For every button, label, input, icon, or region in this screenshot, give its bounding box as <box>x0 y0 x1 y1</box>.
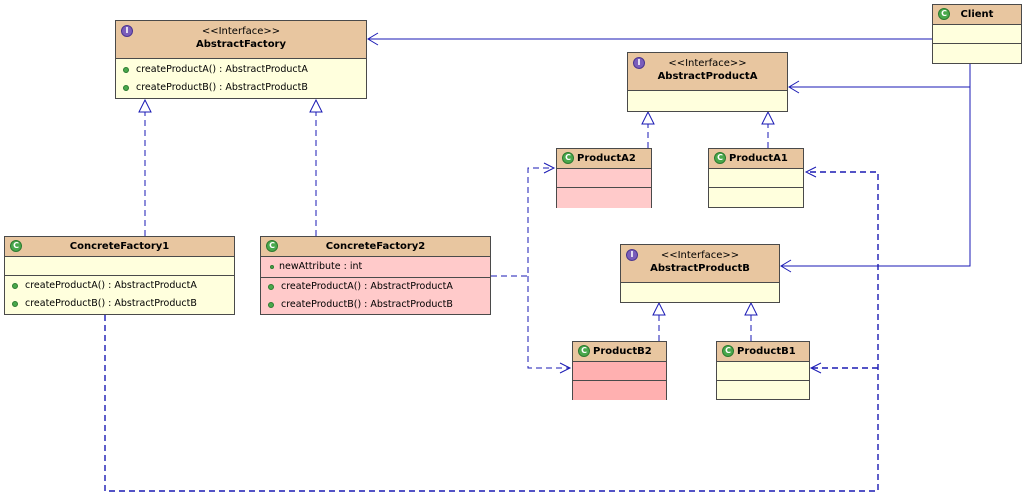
interface-icon: I <box>633 57 645 69</box>
public-member-icon <box>123 85 129 91</box>
class-productb2[interactable]: C ProductB2 <box>572 341 667 400</box>
class-producta2[interactable]: C ProductA2 <box>556 148 652 208</box>
assoc-client-abstractfactory <box>367 32 932 46</box>
class-abstractproductb[interactable]: I <<Interface>> AbstractProductB <box>620 244 780 303</box>
class-icon: C <box>714 152 726 164</box>
methods-section <box>709 188 803 208</box>
class-icon: C <box>722 345 734 357</box>
public-member-icon <box>12 283 18 289</box>
class-icon: C <box>578 345 590 357</box>
public-member-icon <box>268 284 274 290</box>
method-signature: createProductA() : AbstractProductA <box>25 280 197 291</box>
class-icon: C <box>938 8 950 20</box>
stereotype-label: <<Interface>> <box>660 250 740 261</box>
class-abstractfactory[interactable]: I <<Interface>> AbstractFactory createPr… <box>115 20 367 99</box>
public-member-icon <box>268 302 274 308</box>
attributes-section <box>709 169 803 188</box>
methods-section <box>557 188 651 208</box>
attributes-section <box>933 25 1021 44</box>
public-member-icon <box>12 301 18 307</box>
method-row: createProductB() : AbstractProductB <box>5 295 234 313</box>
dep-cf2-a2 <box>491 167 554 277</box>
method-signature: createProductA() : AbstractProductA <box>281 281 453 292</box>
attribute-signature: newAttribute : int <box>279 261 363 272</box>
attributes-section: newAttribute : int <box>261 257 490 278</box>
class-name: ConcreteFactory1 <box>69 241 170 252</box>
methods-section <box>621 283 779 303</box>
public-member-icon <box>123 67 129 73</box>
class-name: Client <box>960 9 994 20</box>
class-header: C ConcreteFactory2 <box>261 237 490 257</box>
class-concretefactory1[interactable]: C ConcreteFactory1 createProductA() : Ab… <box>4 236 235 315</box>
method-row: createProductA() : AbstractProductA <box>261 278 490 296</box>
class-header: C Client <box>933 5 1021 25</box>
class-header: I <<Interface>> AbstractFactory <box>116 21 366 59</box>
assoc-client-abstractproducta <box>788 64 971 94</box>
attributes-section <box>5 257 234 276</box>
method-signature: createProductB() : AbstractProductB <box>281 299 453 310</box>
method-row: createProductB() : AbstractProductB <box>261 296 490 314</box>
methods-section <box>717 381 809 400</box>
class-name: AbstractProductB <box>650 263 750 274</box>
method-signature: createProductB() : AbstractProductB <box>25 298 197 309</box>
class-header: I <<Interface>> AbstractProductA <box>628 53 787 91</box>
class-name: AbstractProductA <box>657 71 758 82</box>
class-name: ProductB2 <box>593 346 652 357</box>
method-row: createProductA() : AbstractProductA <box>5 277 234 295</box>
class-icon: C <box>562 152 574 164</box>
interface-icon: I <box>626 249 638 261</box>
dep-cf2-b2 <box>527 276 570 369</box>
method-signature: createProductA() : AbstractProductA <box>136 64 308 75</box>
class-producta1[interactable]: C ProductA1 <box>708 148 804 208</box>
attributes-section <box>573 362 666 381</box>
class-header: C ProductB1 <box>717 342 809 362</box>
class-name: ConcreteFactory2 <box>325 241 426 252</box>
class-client[interactable]: C Client <box>932 4 1022 64</box>
stereotype-label: <<Interface>> <box>668 58 747 69</box>
dep-cf1-products <box>104 171 879 492</box>
class-header: C ConcreteFactory1 <box>5 237 234 257</box>
method-signature: createProductB() : AbstractProductB <box>136 82 308 93</box>
attributes-section <box>717 362 809 381</box>
attribute-row: newAttribute : int <box>261 257 490 277</box>
class-productb1[interactable]: C ProductB1 <box>716 341 810 400</box>
interface-icon: I <box>121 25 133 37</box>
methods-section: createProductA() : AbstractProductA crea… <box>261 278 490 314</box>
class-icon: C <box>266 240 278 252</box>
class-header: C ProductA1 <box>709 149 803 169</box>
public-member-icon <box>270 265 274 269</box>
method-row: createProductB() : AbstractProductB <box>116 79 366 97</box>
class-icon: C <box>10 240 22 252</box>
methods-section: createProductA() : AbstractProductA crea… <box>5 276 234 313</box>
class-concretefactory2[interactable]: C ConcreteFactory2 newAttribute : int cr… <box>260 236 491 315</box>
class-header: I <<Interface>> AbstractProductB <box>621 245 779 283</box>
methods-section <box>573 381 666 400</box>
stereotype-label: <<Interface>> <box>201 26 281 37</box>
class-name: ProductB1 <box>737 346 796 357</box>
class-abstractproducta[interactable]: I <<Interface>> AbstractProductA <box>627 52 788 112</box>
class-header: C ProductA2 <box>557 149 651 169</box>
class-name: ProductA2 <box>577 153 636 164</box>
class-name: AbstractFactory <box>195 39 287 50</box>
methods-section: createProductA() : AbstractProductA crea… <box>116 59 366 97</box>
method-row: createProductA() : AbstractProductA <box>116 61 366 79</box>
class-name: ProductA1 <box>729 153 788 164</box>
methods-section <box>628 91 787 112</box>
class-header: C ProductB2 <box>573 342 666 362</box>
attributes-section <box>557 169 651 188</box>
assoc-client-abstractproductb <box>780 87 971 273</box>
methods-section <box>933 44 1021 64</box>
